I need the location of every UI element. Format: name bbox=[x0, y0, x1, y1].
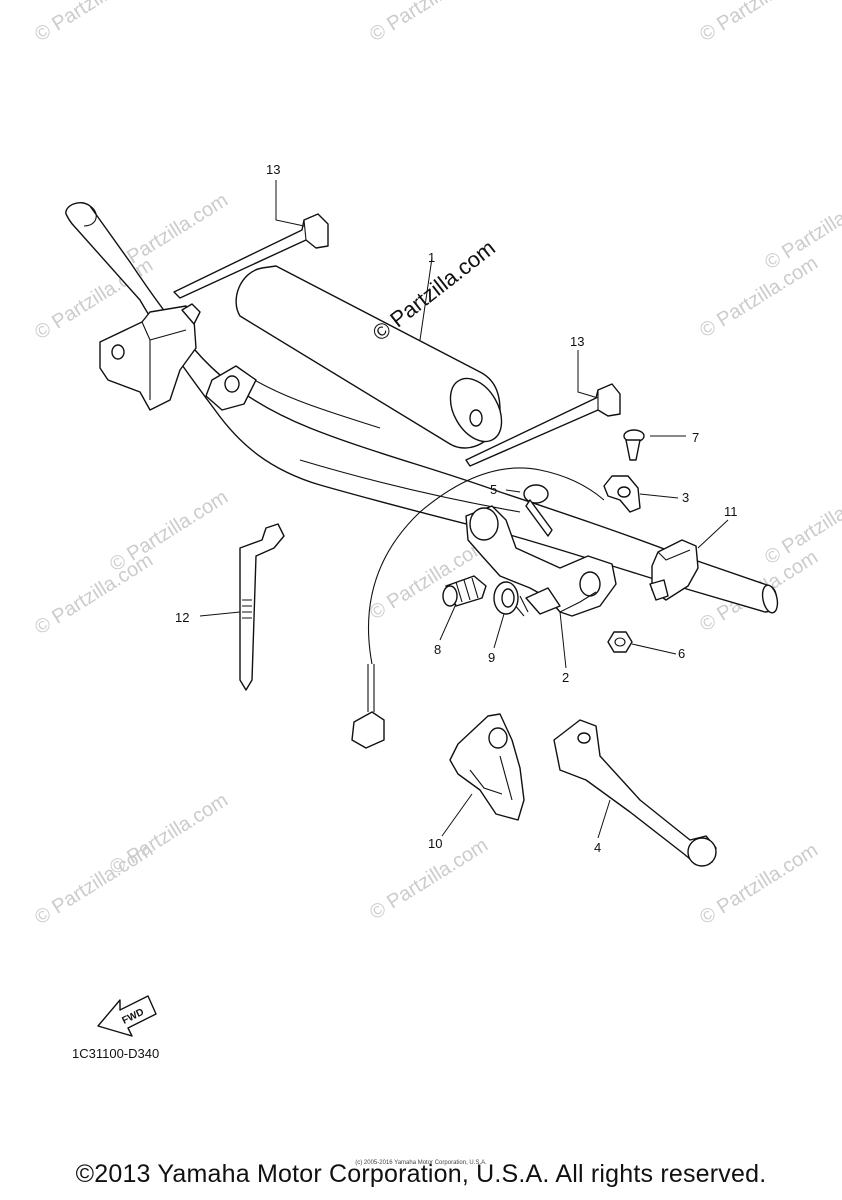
bolt-5 bbox=[523, 484, 553, 537]
watermark-layer: © Partzilla.com © Partzilla.com © Partzi… bbox=[31, 0, 842, 929]
callout-13-upper: 13 bbox=[266, 162, 280, 177]
bolt-7 bbox=[623, 429, 645, 461]
clutch-perch bbox=[465, 505, 617, 617]
tiny-copyright: (c) 2005-2016 Yamaha Motor Corporation, … bbox=[355, 1160, 487, 1166]
diagram-code: 1C31100-D340 bbox=[72, 1046, 160, 1061]
callout-layer: 13 1 13 7 3 5 11 12 8 9 2 6 10 4 bbox=[175, 162, 738, 855]
callout-8: 8 bbox=[434, 642, 441, 657]
watermark: © Partzilla.com bbox=[696, 252, 822, 342]
callout-9: 9 bbox=[488, 650, 495, 665]
callout-5: 5 bbox=[490, 482, 497, 497]
clamp-3 bbox=[603, 475, 641, 513]
callout-6: 6 bbox=[678, 646, 685, 661]
watermark: © Partzilla.com bbox=[31, 549, 157, 639]
callout-7: 7 bbox=[692, 430, 699, 445]
locknut-9 bbox=[493, 581, 519, 615]
handlebar-pad bbox=[235, 265, 503, 449]
callout-12: 12 bbox=[175, 610, 189, 625]
cable-tie-12 bbox=[239, 523, 285, 691]
watermark: © Partzilla.com bbox=[696, 0, 822, 46]
cable bbox=[351, 467, 605, 749]
callout-4: 4 bbox=[594, 840, 601, 855]
watermark: © Partzilla.com bbox=[106, 789, 232, 879]
lever-cover-10 bbox=[449, 713, 525, 821]
left-perch bbox=[99, 303, 257, 411]
fwd-arrow-icon: FWD bbox=[97, 995, 157, 1037]
switch-11 bbox=[649, 539, 699, 601]
leader-lines bbox=[199, 180, 729, 839]
callout-2: 2 bbox=[562, 670, 569, 685]
callout-3: 3 bbox=[682, 490, 689, 505]
lever-4 bbox=[553, 719, 717, 867]
adjuster-8 bbox=[442, 575, 487, 607]
callout-13-lower: 13 bbox=[570, 334, 584, 349]
callout-1: 1 bbox=[428, 250, 435, 265]
callout-10: 10 bbox=[428, 836, 442, 851]
strap-upper bbox=[173, 213, 329, 299]
watermark: © Partzilla.com bbox=[366, 0, 492, 46]
watermark: © Partzilla.com bbox=[31, 0, 157, 46]
copyright-notice: ©2013 Yamaha Motor Corporation, U.S.A. A… bbox=[75, 1160, 767, 1188]
callout-11: 11 bbox=[724, 504, 738, 519]
strap-lower bbox=[465, 383, 621, 467]
nut-6 bbox=[607, 631, 633, 653]
